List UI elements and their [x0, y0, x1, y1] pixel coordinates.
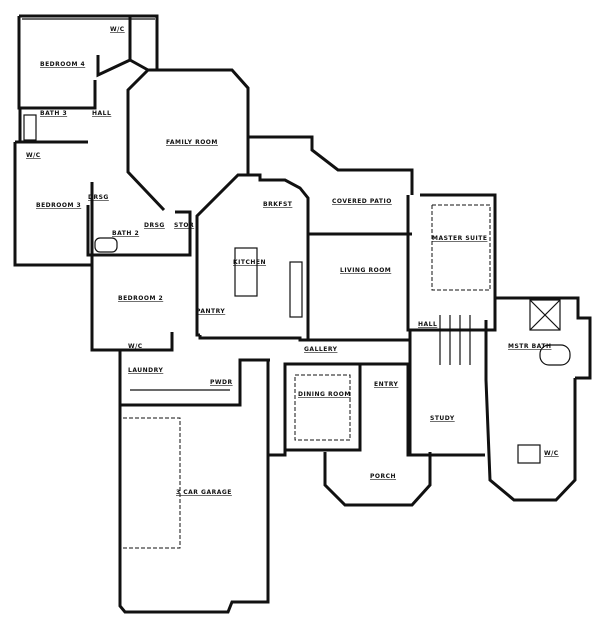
label-wc-top: W/C [110, 26, 125, 33]
label-drsg1: DRSG [88, 194, 109, 201]
room-labels: BEDROOM 4 W/C BATH 3 HALL FAMILY ROOM W/… [26, 26, 559, 496]
label-kitchen: KITCHEN [233, 259, 266, 266]
interior-details [22, 18, 571, 549]
label-wc-master: W/C [544, 450, 559, 457]
label-entry: ENTRY [374, 381, 399, 388]
label-wc-bed3: W/C [26, 152, 41, 159]
label-stor: STOR [174, 222, 194, 229]
label-study: STUDY [430, 415, 455, 422]
label-garage: 3 CAR GARAGE [176, 489, 232, 496]
label-wc-bed2: W/C [128, 343, 143, 350]
label-gallery: GALLERY [304, 346, 338, 353]
label-bath3: BATH 3 [40, 110, 67, 117]
label-porch: PORCH [370, 473, 396, 480]
label-mstr-bath: MSTR BATH [508, 343, 551, 350]
walls [13, 14, 592, 614]
label-family-room: FAMILY ROOM [166, 139, 218, 146]
label-drsg2: DRSG [144, 222, 165, 229]
label-covered-patio: COVERED PATIO [332, 198, 392, 205]
label-laundry: LAUNDRY [128, 367, 163, 374]
label-bedroom2: BEDROOM 2 [118, 295, 163, 302]
label-bath2: BATH 2 [112, 230, 139, 237]
label-pwdr: PWDR [210, 379, 233, 386]
label-master-suite: MASTER SUITE [432, 235, 487, 242]
label-bedroom3: BEDROOM 3 [36, 202, 81, 209]
label-bedroom4: BEDROOM 4 [40, 61, 85, 68]
label-hall-west: HALL [92, 110, 111, 117]
label-hall-east: HALL [418, 321, 437, 328]
label-living-room: LIVING ROOM [340, 267, 391, 274]
label-brkfst: BRKFST [263, 201, 293, 208]
label-pantry: PANTRY [196, 308, 225, 315]
label-dining-room: DINING ROOM [298, 391, 351, 398]
